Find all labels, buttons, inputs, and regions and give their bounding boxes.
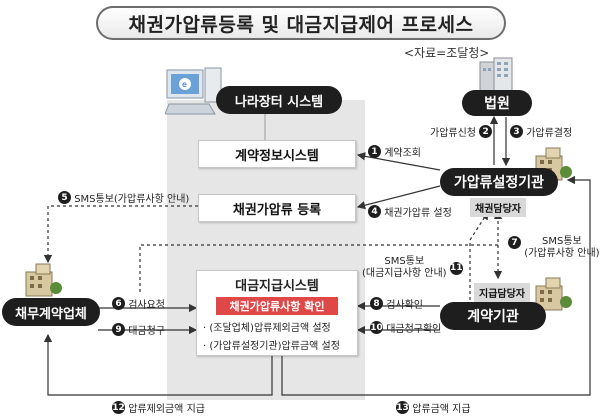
court-building-icon xyxy=(479,57,513,92)
step-9: 9 대금청구 xyxy=(112,322,165,337)
step-11: SMS통보(대금지급사항 안내) 11 xyxy=(362,256,463,279)
step-13: 13 압류금액 지급 xyxy=(396,401,471,415)
payment-system: 대금지급시스템 채권가압류사항 확인 · (조달업체)압류제외금액 설정 · (… xyxy=(196,270,358,356)
step-1: 1 계약조회 xyxy=(368,144,421,159)
debtor-label: 채무계약업체 xyxy=(2,298,100,326)
step-10: 10 대금청구확인 xyxy=(370,321,442,335)
contract-agency-label: 계약기관 xyxy=(440,302,546,330)
payment-highlight: 채권가압류사항 확인 xyxy=(216,297,338,315)
contract-info-system: 계약정보시스템 xyxy=(198,140,356,168)
source-note: <자료=조달청> xyxy=(404,46,490,60)
step-5: 5 SMS통보(가압류사항 안내) xyxy=(58,190,189,205)
narajangteo-label: 나라장터 시스템 xyxy=(216,86,342,114)
seizure-officer-tag: 채권담당자 xyxy=(470,198,526,217)
step-6: 6 검사요청 xyxy=(112,296,165,311)
payment-system-title: 대금지급시스템 xyxy=(235,279,319,294)
step-7: 7 SMS통보(가압류사항 안내) xyxy=(508,236,600,260)
debtor-building-icon xyxy=(25,263,62,297)
payment-officer-tag: 지급담당자 xyxy=(474,283,530,302)
step-4: 4 채권가압류 설정 xyxy=(368,204,452,219)
svg-text:e: e xyxy=(182,80,187,89)
step-12: 12 압류제외금액 지급 xyxy=(112,401,205,415)
payment-line-2: · (가압류설정기관)압류금액 설정 xyxy=(203,341,340,352)
step-8: 8 검사확인 xyxy=(370,296,423,311)
court-label: 법원 xyxy=(462,90,532,116)
payment-line-1: · (조달업체)압류제외금액 설정 xyxy=(203,323,331,334)
seizure-register-system: 채권가압류 등록 xyxy=(198,194,356,222)
seizure-agency-label: 가압류설정기관 xyxy=(440,168,558,196)
step-2: 가압류신청 2 xyxy=(430,124,493,139)
computer-icon: e xyxy=(165,67,222,115)
step-3: 3 가압류결정 xyxy=(510,124,572,139)
page-title: 채권가압류등록 및 대금지급제어 프로세스 xyxy=(96,6,506,40)
